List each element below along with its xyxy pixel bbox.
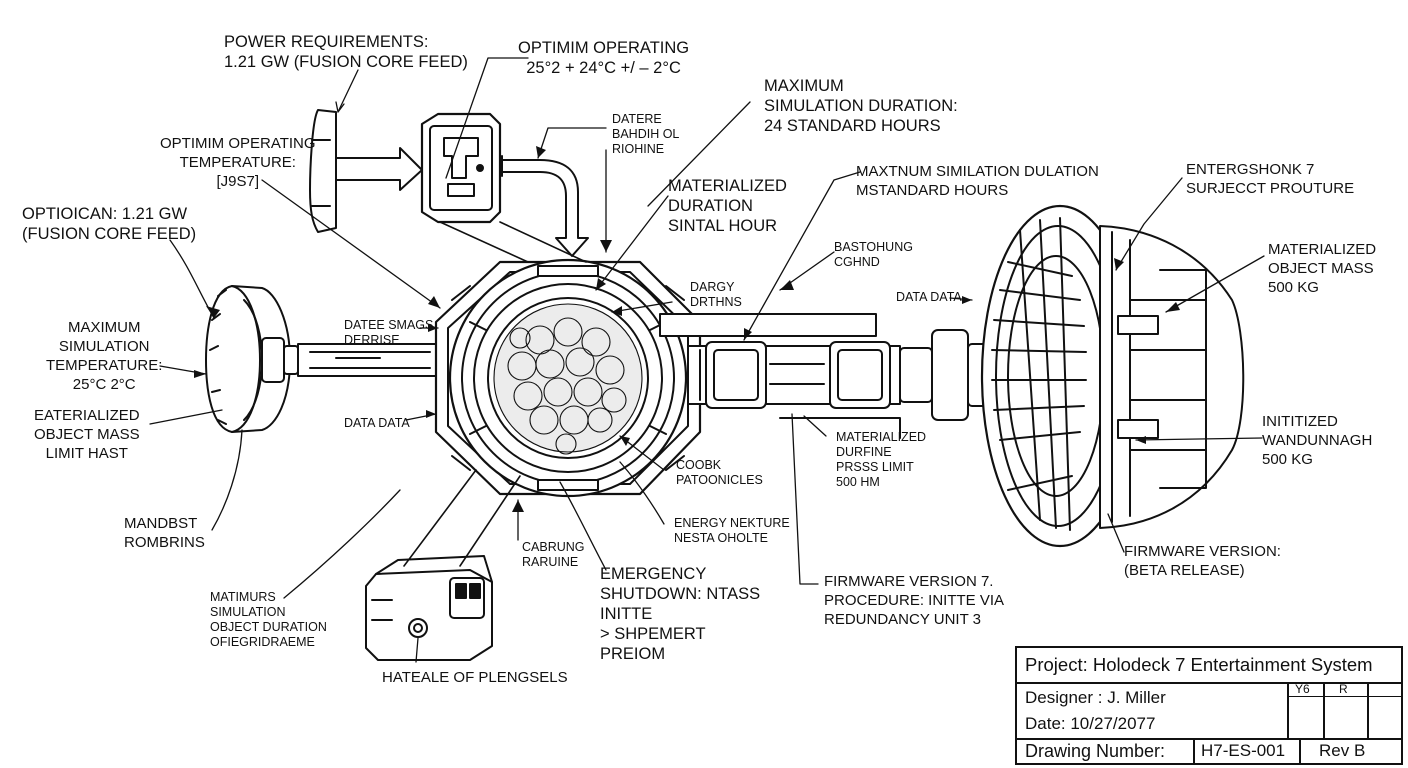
right-coupling (659, 313, 901, 439)
revision-cell-b: R (1339, 682, 1348, 696)
optioican-label: OPTIOICAN: 1.21 GW(FUSION CORE FEED) (22, 205, 197, 243)
data-data-left-label: DATA DATA (344, 416, 410, 430)
right-housing (1099, 225, 1245, 529)
designer-name: Designer : J. Miller (1025, 688, 1166, 707)
right-hub (899, 329, 989, 421)
flow-arrow (501, 155, 589, 257)
core-cells (493, 303, 643, 455)
revision: Rev B (1319, 741, 1366, 760)
left-shaft (297, 343, 441, 377)
top-control-module (420, 112, 502, 224)
left-disc-emitter (205, 285, 299, 433)
power-requirements-label: POWER REQUIREMENTS:1.21 GW (FUSION CORE … (224, 33, 468, 71)
beam (439, 221, 587, 263)
hateale-label: HATEALE OF PLENGSELS (382, 669, 568, 686)
firmware-version-procedure-label: FIRMWARE VERSION 7.PROCEDURE: INITTE VIA… (824, 573, 1005, 628)
handheld-device (365, 555, 493, 661)
device-beam (403, 469, 521, 567)
project-name: Project: Holodeck 7 Entertainment System (1025, 654, 1373, 675)
top-left-panel (309, 109, 423, 233)
arrowheads (194, 146, 1180, 512)
revision-cell-a: Y6 (1295, 682, 1310, 696)
title-block: Project: Holodeck 7 Entertainment System… (1015, 646, 1403, 765)
data-data-right-label: DATA DATA (896, 290, 962, 304)
drawing-number: H7-ES-001 (1201, 741, 1286, 760)
firmware-version-right-label: FIRMWARE VERSION:(BETA RELEASE) (1124, 543, 1281, 579)
drawing-number-label: Drawing Number: (1025, 741, 1166, 761)
drawing-date: Date: 10/27/2077 (1025, 714, 1156, 733)
